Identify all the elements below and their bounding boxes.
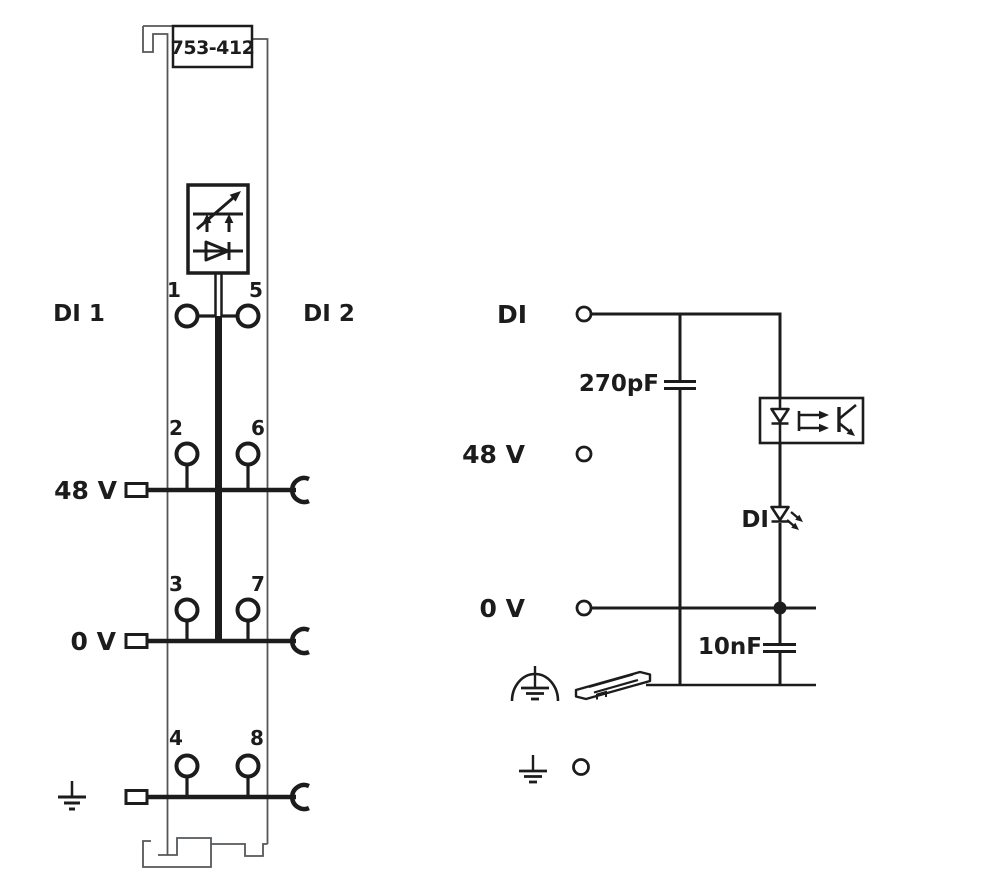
rail-48v	[124, 475, 310, 505]
terminal-circle-icon-earth	[572, 758, 590, 776]
diode-icon	[193, 240, 243, 262]
input-circuit-schematic: DI DI 48 V 0 V 270pF 10nF	[462, 300, 865, 784]
power-jumper-contact-icon	[124, 789, 149, 805]
power-jumper-contact-icon	[124, 482, 149, 498]
terminal-circle-icon-4	[174, 753, 200, 779]
terminal-5-label: 5	[249, 278, 263, 302]
terminal-stubs	[185, 314, 250, 797]
capacitor-icon-270pf	[664, 380, 696, 390]
rail-0v-label: 0 V	[71, 627, 117, 656]
channel-di1-label: DI 1	[53, 301, 105, 327]
terminal-circle-icon-6	[235, 441, 261, 467]
optocoupler-box	[758, 396, 865, 445]
terminal-circle-icon-7	[235, 597, 261, 623]
earth-ground-icon	[58, 781, 86, 811]
part-number-label: 753-412	[171, 37, 255, 59]
terminal-8-label: 8	[250, 726, 264, 750]
terminal-circle-icon-0v	[575, 599, 593, 617]
led-di-label: DI	[741, 507, 769, 533]
terminal-numbers: 1 5 2 6 3 7 4 8	[167, 278, 265, 750]
light-arrows-icon	[797, 410, 829, 433]
terminal-circle-icon-5	[235, 303, 261, 329]
spring-contact-icon	[290, 475, 310, 505]
terminal-circle-icon-2	[174, 441, 200, 467]
terminal-1-label: 1	[167, 278, 181, 302]
terminal-3-label: 3	[169, 572, 183, 596]
housing-foot-right	[211, 843, 268, 857]
rail-earth	[58, 781, 310, 812]
led-icon	[770, 505, 790, 523]
optocoupler-outline	[758, 396, 865, 445]
cap-10nf-label: 10nF	[698, 634, 762, 660]
cap-270pf-label: 270pF	[579, 371, 659, 397]
part-number-plate: 753-412	[171, 24, 255, 69]
schematic-0v-label: 0 V	[480, 594, 526, 623]
terminal-circle-icon-3	[174, 597, 200, 623]
housing-foot-left	[142, 837, 212, 868]
part-number-box	[171, 24, 254, 69]
schematic-di-label: DI	[497, 300, 527, 329]
terminal-4-label: 4	[169, 726, 183, 750]
housing-left-latch-and-edge	[142, 26, 169, 855]
junction-dot-icon	[773, 601, 787, 615]
terminal-2-label: 2	[169, 416, 183, 440]
spring-contact-icon	[290, 782, 310, 812]
terminal-circle-icon-di	[575, 305, 593, 323]
power-jumper-contact-icon	[124, 633, 149, 649]
schematic-48v-label: 48 V	[462, 440, 525, 469]
led-icon	[770, 398, 790, 443]
status-led: DI	[741, 505, 803, 533]
din-rail-icon	[574, 670, 652, 701]
led-emission-arrows-icon	[786, 511, 803, 530]
terminal-circle-icon-8	[235, 753, 261, 779]
photo-receiver-arrowheads	[202, 191, 241, 223]
spring-contact-icon	[290, 626, 310, 656]
channel-di2-label: DI 2	[303, 301, 355, 327]
di-signal-wire	[591, 312, 782, 398]
terminal-6-label: 6	[251, 416, 265, 440]
schematic-terminals	[572, 305, 593, 776]
schematic-wires	[591, 312, 816, 687]
shielded-earth-icon	[510, 666, 560, 702]
rail-48v-label: 48 V	[54, 476, 117, 505]
terminal-circle-icon-48v	[575, 445, 593, 463]
terminal-circle-icon-1	[174, 303, 200, 329]
capacitor-icon-10nf	[763, 643, 796, 653]
earth-ground-icon	[519, 755, 547, 784]
terminal-7-label: 7	[251, 572, 265, 596]
optocoupler-isolator-icon	[186, 183, 250, 316]
phototransistor-icon	[837, 403, 857, 436]
module-housing-outline	[142, 25, 269, 868]
terminal-circles	[174, 303, 261, 779]
rail-0v	[124, 626, 310, 656]
housing-top-right-and-right-edge	[252, 38, 269, 844]
